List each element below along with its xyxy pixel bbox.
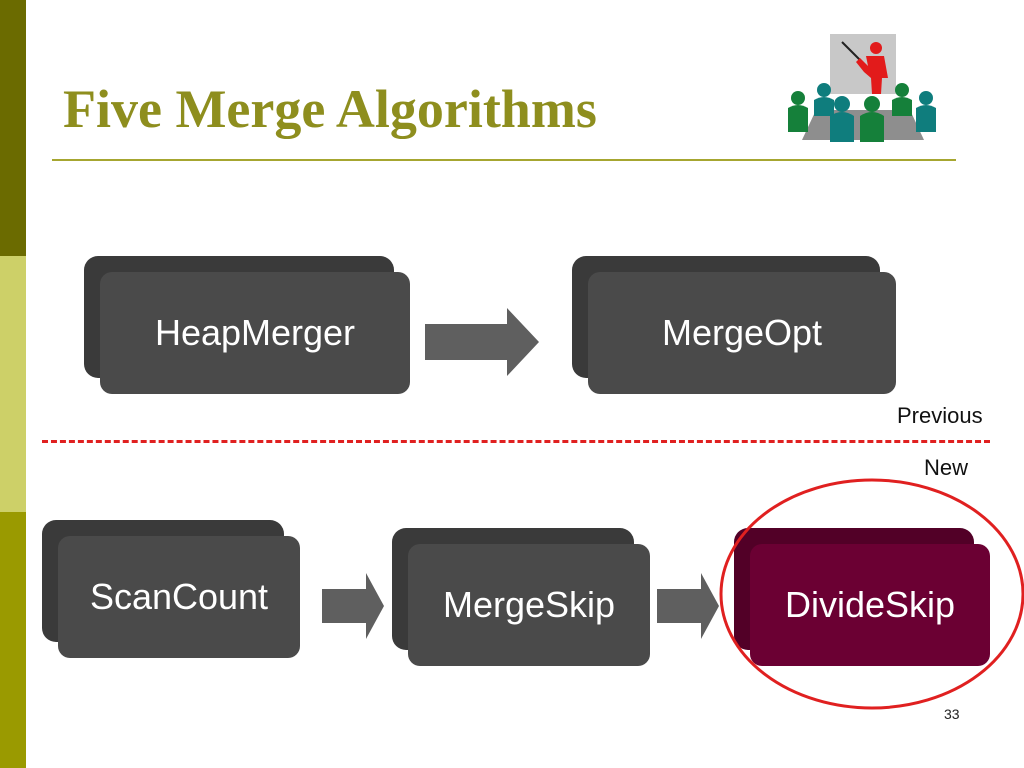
presenter-body xyxy=(856,56,888,94)
algorithm-label: MergeSkip xyxy=(408,544,650,666)
pointer-stick xyxy=(841,41,863,63)
algorithm-label: ScanCount xyxy=(58,536,300,658)
attendee-body xyxy=(830,112,854,142)
right-arrow-icon xyxy=(322,573,384,639)
algorithm-label: HeapMerger xyxy=(100,272,410,394)
attendee-head xyxy=(834,96,850,112)
algorithm-block-scancount: ScanCount xyxy=(42,520,300,658)
side-bar-top xyxy=(0,0,26,256)
attendee-body xyxy=(814,97,834,116)
algorithm-block-divideskip: DivideSkip xyxy=(734,528,990,666)
right-arrow-icon xyxy=(657,573,719,639)
previous-new-divider xyxy=(42,440,990,443)
algorithm-label: DivideSkip xyxy=(750,544,990,666)
presentation-meeting-icon xyxy=(788,34,936,142)
side-bar-bottom xyxy=(0,512,26,768)
attendee-body xyxy=(788,105,808,132)
side-bar-middle xyxy=(0,256,26,512)
algorithm-block-mergeskip: MergeSkip xyxy=(392,528,650,666)
attendee-head xyxy=(895,83,909,97)
highlight-ring xyxy=(719,478,1024,710)
new-label: New xyxy=(924,455,969,480)
attendee-head xyxy=(791,91,805,105)
attendee-head xyxy=(817,83,831,97)
attendee-head xyxy=(919,91,933,105)
right-arrow-icon xyxy=(425,308,539,376)
page-number: 33 xyxy=(944,706,960,722)
presenter-head xyxy=(870,42,882,54)
title-underline xyxy=(52,159,956,161)
previous-label: Previous xyxy=(897,403,983,428)
attendee-head xyxy=(864,96,880,112)
attendee-body xyxy=(860,112,884,142)
algorithm-label: MergeOpt xyxy=(588,272,896,394)
slide-title: Five Merge Algorithms xyxy=(63,79,597,139)
attendee-body xyxy=(892,97,912,116)
attendee-body xyxy=(916,105,936,132)
algorithm-block-heapmerger: HeapMerger xyxy=(84,256,410,394)
algorithm-block-mergeopt: MergeOpt xyxy=(572,256,896,394)
